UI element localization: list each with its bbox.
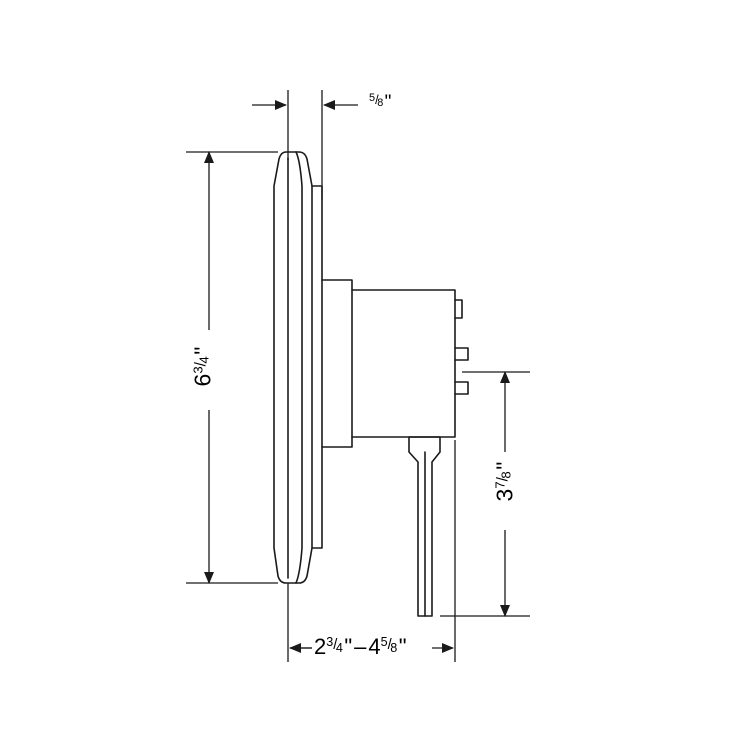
valve-body-outline <box>321 279 456 448</box>
valve-body-tab-lower <box>454 381 469 395</box>
dimension-depth-bottom <box>287 440 456 662</box>
dimension-depth-top <box>252 90 358 200</box>
dimension-label-depth-bottom: 23/4"–45/8" <box>314 634 407 659</box>
valve-body-tab-mid <box>454 347 469 361</box>
dimension-label-handle-height-right: 37/8" <box>491 461 518 502</box>
product-outline <box>273 151 469 617</box>
escutcheon-face-contour <box>295 151 303 584</box>
dimension-label-depth-top: 5/8" <box>369 92 392 113</box>
dimension-height-left <box>186 151 278 584</box>
valve-body-tab-upper <box>454 299 463 319</box>
escutcheon-plate-outline <box>273 151 313 584</box>
escutcheon-back-block <box>311 185 323 549</box>
dimension-label-height-left: 63/4" <box>189 346 216 387</box>
